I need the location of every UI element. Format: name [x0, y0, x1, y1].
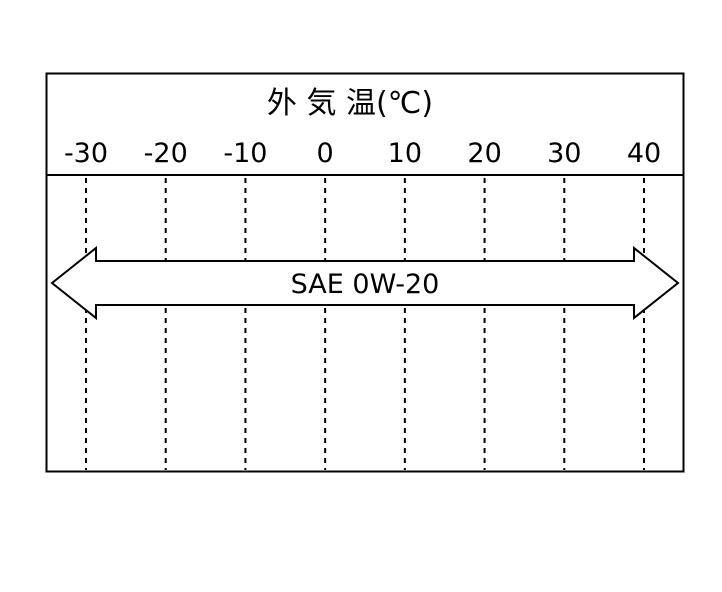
- tick-label: 40: [627, 138, 661, 169]
- range-label: SAE 0W-20: [291, 269, 440, 300]
- chart-title: 外 気 温(℃): [267, 86, 433, 121]
- tick-label: -10: [223, 138, 267, 169]
- tick-label: 20: [467, 138, 501, 169]
- chart-frame: [45, 72, 685, 473]
- tick-label: -30: [64, 138, 108, 169]
- tick-label: 30: [547, 138, 581, 169]
- gridlines: [85, 178, 645, 470]
- range-arrow: [50, 245, 680, 321]
- tick-label: 0: [317, 138, 334, 169]
- tick-labels: -30 -20 -10 0 10 20 30 40: [64, 138, 661, 169]
- tick-label: -20: [144, 138, 188, 169]
- range-bands: SAE 0W-20: [50, 245, 680, 321]
- tick-label: 10: [388, 138, 422, 169]
